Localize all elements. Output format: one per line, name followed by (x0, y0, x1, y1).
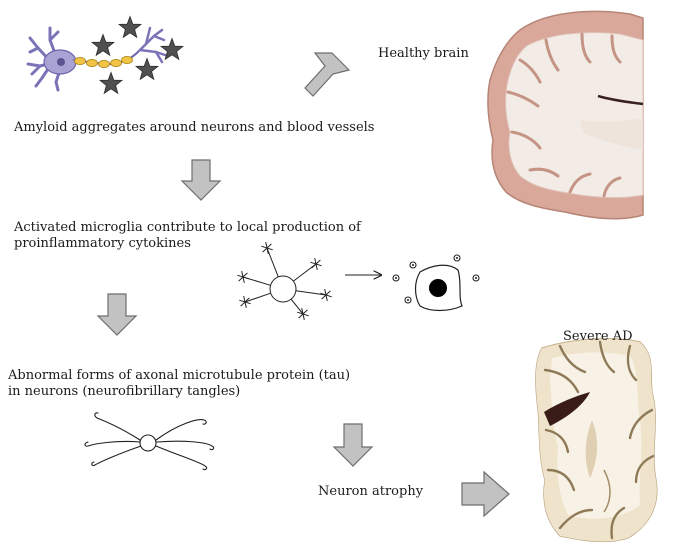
cytokine-asterisk-icon (320, 288, 332, 302)
cytokine-asterisk-icon (261, 241, 273, 255)
cytokine-asterisk-icon (297, 307, 309, 321)
activated-cell-icon (392, 254, 480, 312)
amyloid-star-icon (160, 37, 184, 61)
healthy-brain-label: Healthy brain (378, 46, 469, 61)
tau-label: Abnormal forms of axonal microtubule pro… (8, 368, 350, 400)
block-arrow-icon (304, 52, 351, 97)
tau-label-line1: Abnormal forms of axonal microtubule pro… (8, 368, 351, 383)
amyloid-star-icon (91, 33, 115, 57)
block-arrow-icon (461, 470, 510, 518)
block-arrow-icon (180, 159, 222, 201)
microglia-label-line2: proinflammatory cytokines (14, 236, 191, 251)
cytokine-asterisk-icon (239, 295, 251, 309)
microglia-icon (237, 241, 332, 321)
tau-label-line2: in neurons (neurofibrillary tangles) (8, 384, 241, 399)
amyloid-aggregates (91, 15, 184, 95)
block-arrow-icon (96, 293, 138, 336)
microglia-label: Activated microglia contribute to local … (14, 220, 361, 252)
neuron-atrophy-label: Neuron atrophy (318, 484, 424, 499)
amyloid-star-icon (118, 15, 142, 39)
amyloid-star-icon (135, 57, 159, 81)
neuron-icon (26, 26, 170, 92)
amyloid-label: Amyloid aggregates around neurons and bl… (14, 120, 375, 135)
severe-ad-brain-slice-image (535, 338, 658, 543)
microglia-process (295, 290, 327, 296)
severe-ad-label: Severe AD (563, 329, 633, 344)
cytokine-asterisk-icon (237, 270, 249, 284)
microglia-process (244, 292, 271, 303)
microglia-cell-body (269, 275, 297, 303)
amyloid-star-icon (99, 71, 123, 95)
microglia-process (290, 298, 304, 315)
microglia-label-line1: Activated microglia contribute to local … (14, 220, 361, 235)
microglia-process (266, 247, 279, 278)
tau-tangle-icon (84, 412, 215, 471)
brain-rim (541, 338, 641, 349)
block-arrow-icon (332, 423, 374, 467)
healthy-brain-slice-image (487, 10, 644, 220)
cytokine-asterisk-icon (310, 257, 322, 271)
